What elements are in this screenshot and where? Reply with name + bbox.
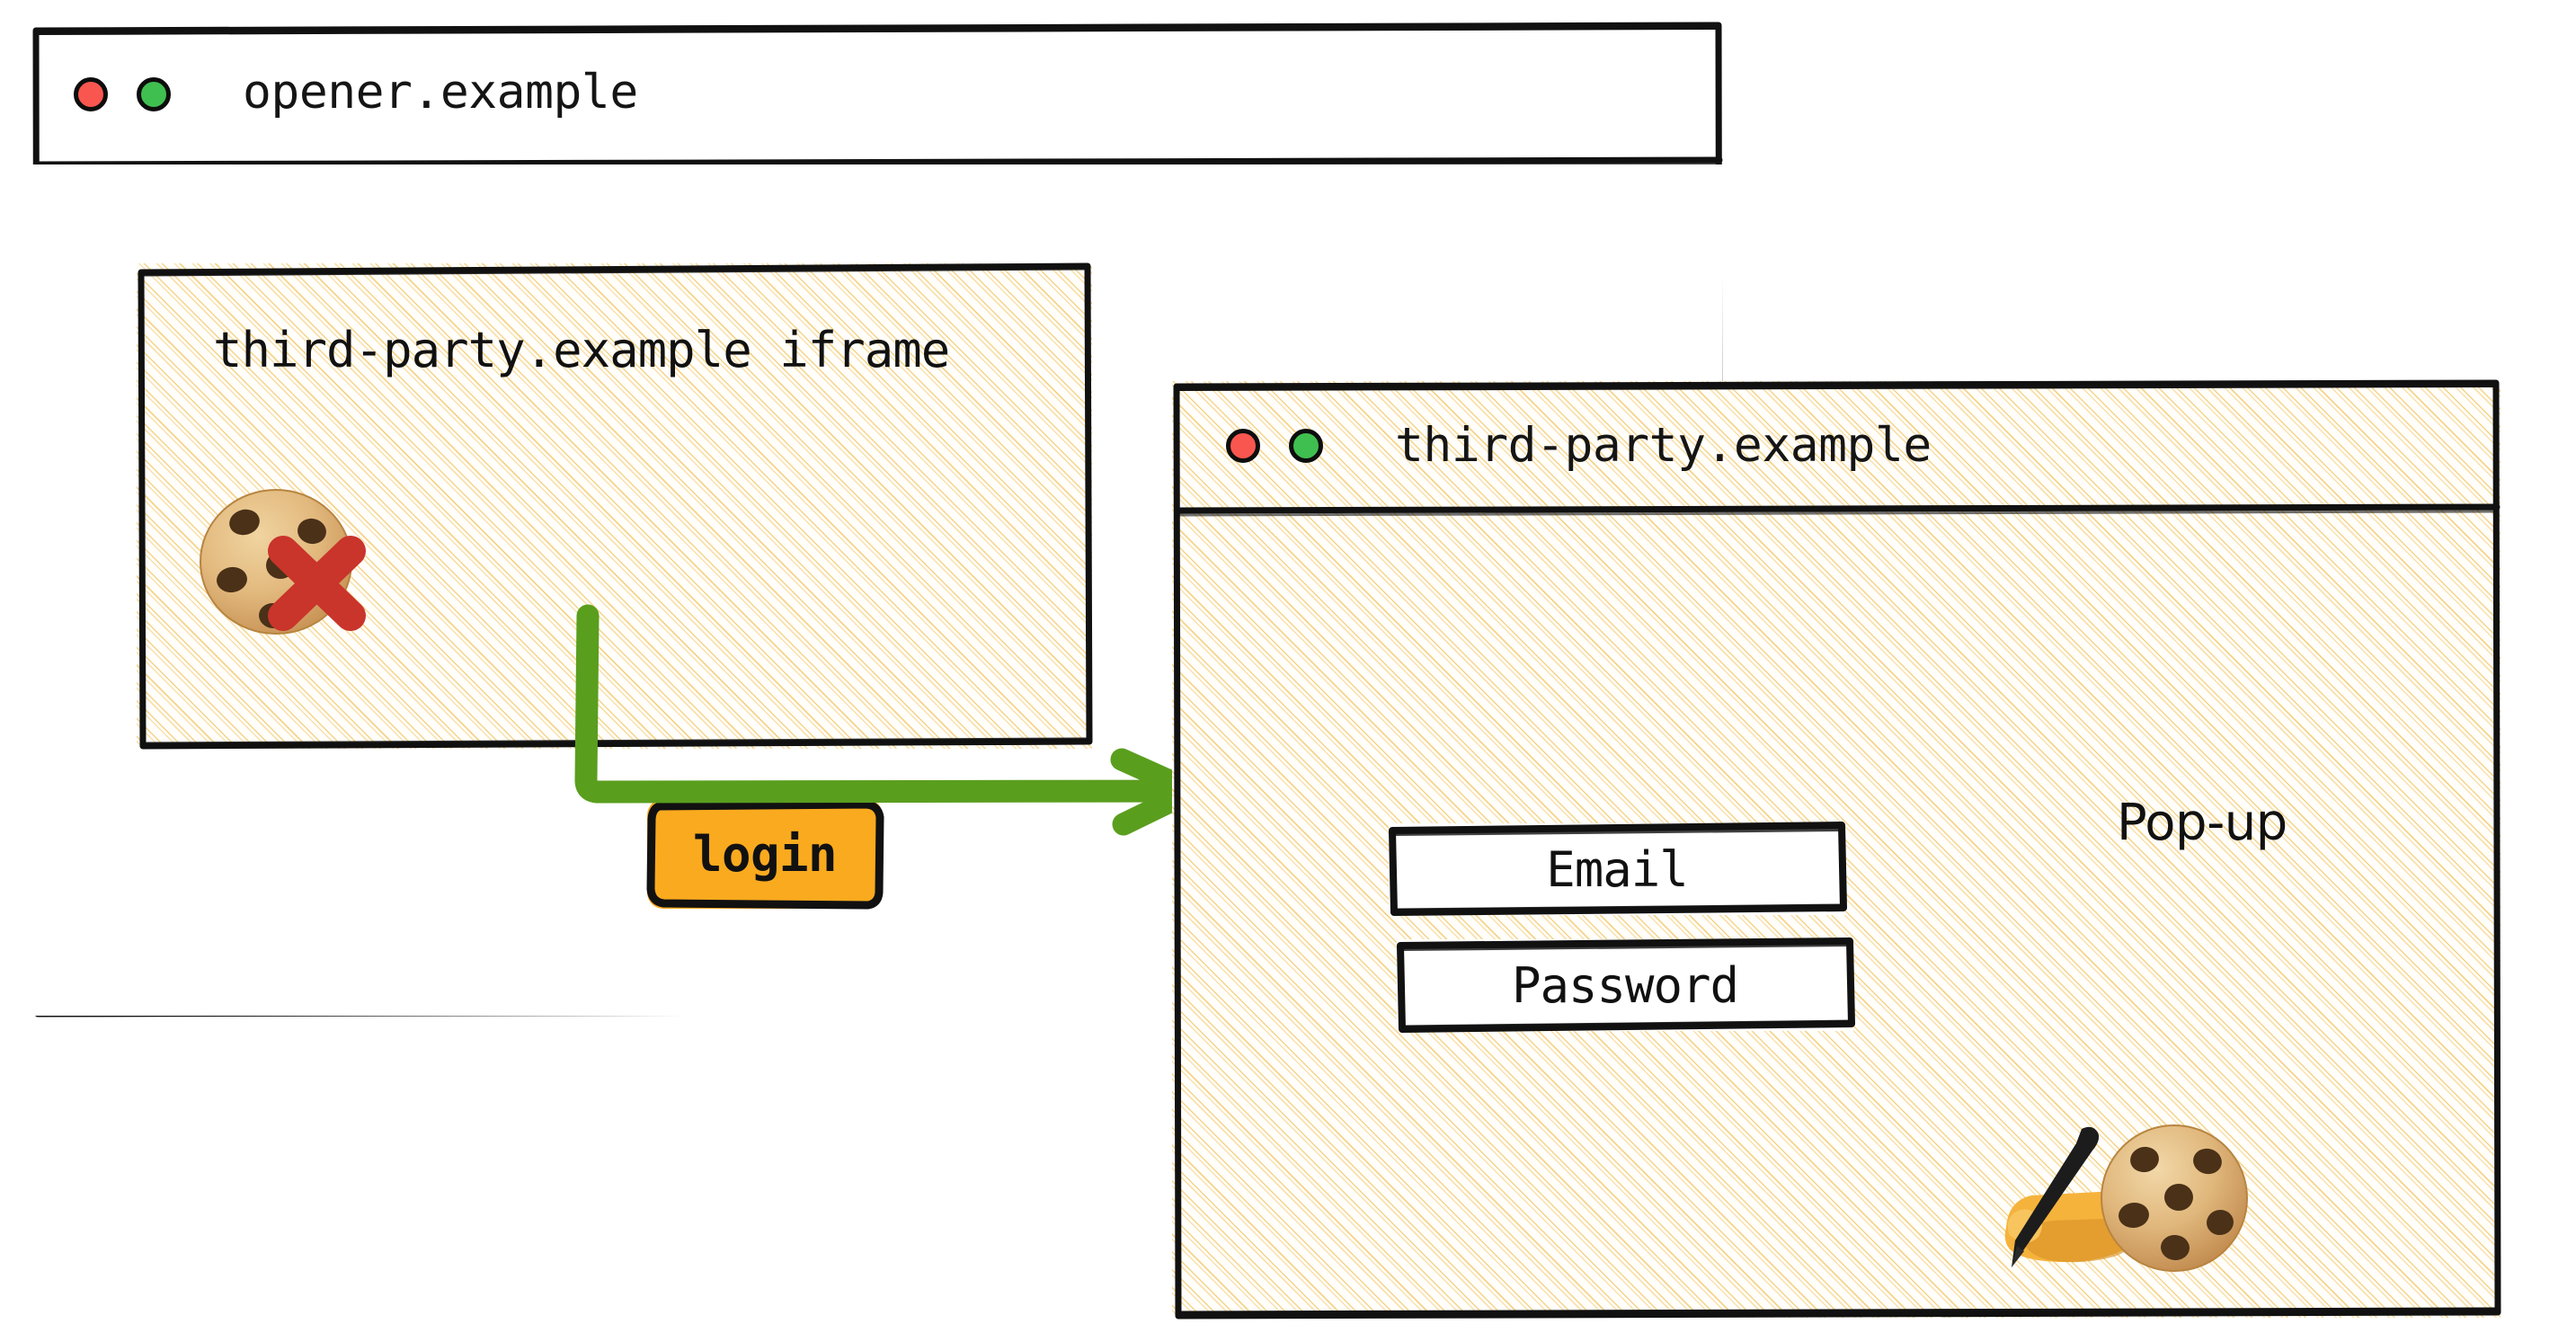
opener-titlebar: opener.example — [32, 23, 1722, 164]
popup-annotation-label: Pop-up — [2117, 794, 2287, 852]
blocked-third-party-cookie — [191, 479, 379, 668]
third-party-iframe: third-party.example iframe — [137, 262, 1093, 910]
iframe-label: third-party.example iframe — [213, 322, 950, 378]
popup-window-controls — [1226, 429, 1323, 463]
maximize-icon[interactable] — [137, 76, 171, 111]
opener-window-controls — [74, 76, 171, 111]
popup-title: third-party.example — [1395, 417, 1932, 473]
pen-icon — [2012, 1126, 2100, 1267]
popup-browser-window: third-party.example Email Password — [1172, 379, 2501, 1320]
password-field[interactable]: Password — [1397, 937, 1855, 1033]
maximize-icon[interactable] — [1289, 429, 1323, 463]
close-icon[interactable] — [74, 76, 108, 111]
email-field-label: Email — [1546, 840, 1689, 898]
popup-titlebar: third-party.example — [1172, 381, 2500, 511]
popup-window-body: Email Password login Pop-up — [1172, 511, 2500, 1318]
password-field-label: Password — [1511, 956, 1739, 1014]
opener-title: opener.example — [243, 65, 638, 120]
close-icon[interactable] — [1226, 429, 1260, 463]
iframe-login-button[interactable]: login — [646, 799, 884, 910]
cookie-icon — [2098, 1122, 2251, 1275]
email-field[interactable]: Email — [1389, 822, 1847, 916]
iframe-login-button-label: login — [692, 825, 838, 883]
